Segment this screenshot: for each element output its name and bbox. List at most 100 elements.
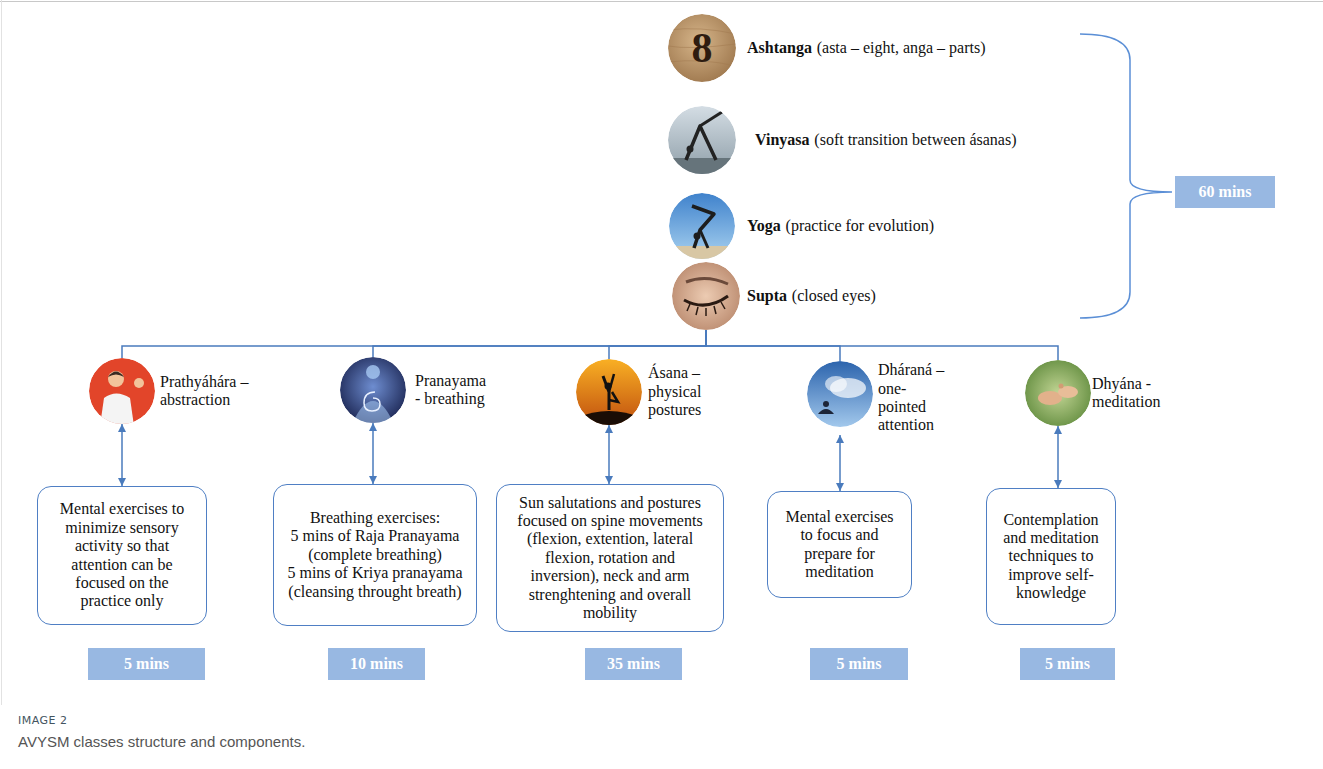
text-group: Dháraná – one-pointed attention — [878, 361, 948, 435]
icon-ground — [668, 158, 736, 178]
eight-icon — [668, 14, 736, 82]
text-group: Pranayama - breathing — [415, 372, 491, 409]
duration-text: 5 mins — [1045, 655, 1090, 673]
double-arrow — [372, 423, 374, 484]
component-item: Ásana – physical postures — [576, 359, 710, 425]
eyelashes — [687, 302, 725, 316]
finger — [1059, 384, 1064, 389]
description-text: 5 mins of Raja Pranayama (complete breat… — [286, 527, 464, 564]
yoga-figure — [700, 230, 708, 248]
text-group: 10 mins — [350, 655, 403, 673]
posture-icon — [576, 359, 642, 430]
curly-bracket — [1080, 34, 1172, 318]
attention-icon — [807, 361, 873, 427]
person-figure — [818, 409, 834, 414]
yoga-icon — [669, 193, 735, 260]
icon-ground — [340, 357, 406, 423]
description-box: Mental exercises to minimize sensory act… — [37, 486, 207, 625]
concept-item: Yoga(practice for evolution) — [669, 193, 934, 259]
tree-connector — [609, 330, 706, 359]
icon-ground — [669, 193, 735, 259]
duration-text: 35 mins — [607, 655, 660, 673]
cloud — [825, 376, 847, 392]
double-arrow — [839, 435, 841, 491]
icon-ground — [807, 361, 873, 427]
text-group: Mental exercises to minimize sensory act… — [50, 500, 194, 610]
tree-connector — [706, 330, 1058, 360]
term-gloss: (asta – eight, anga – parts) — [817, 39, 986, 56]
figure-label: IMAGE 2 — [18, 714, 68, 727]
term-gloss: (practice for evolution) — [786, 217, 934, 234]
text-group: Yoga(practice for evolution) — [747, 217, 934, 235]
duration-box: 35 mins — [585, 648, 682, 680]
frame-line — [0, 1, 1323, 2]
description-box: Breathing exercises:5 mins of Raja Prana… — [273, 484, 477, 626]
icon-ground — [669, 246, 735, 260]
yoga-figure — [605, 383, 612, 390]
double-arrow — [1057, 426, 1059, 488]
duration-box: 5 mins — [810, 648, 908, 680]
description-text: Breathing exercises: — [286, 509, 464, 527]
text-group: 5 mins — [1045, 655, 1090, 673]
text-group: Ásana – physical postures — [648, 364, 710, 419]
term-heading: Supta — [747, 287, 787, 304]
component-name: Dháraná – one-pointed attention — [878, 361, 948, 435]
text-group: Ashtanga (asta – eight, anga – parts) — [747, 39, 986, 57]
term-gloss: (soft transition between ásanas) — [814, 131, 1016, 148]
component-name: Dhyána - meditation — [1092, 375, 1164, 412]
person-figure — [823, 401, 829, 407]
text-group: 35 mins — [607, 655, 660, 673]
closed-eye-icon — [672, 262, 740, 330]
duration-text: 10 mins — [350, 655, 403, 673]
component-item: Dháraná – one-pointed attention — [807, 361, 948, 435]
description-text: Contemplation and meditation techniques … — [999, 511, 1103, 603]
double-arrow — [608, 425, 610, 484]
concept-item: Vinyasa(soft transition between ásanas) — [668, 106, 1016, 174]
eyebrow — [686, 278, 728, 284]
yoga-figure — [687, 146, 694, 153]
text-group: Supta (closed eyes) — [747, 287, 876, 305]
concept-item: Supta (closed eyes) — [672, 262, 876, 330]
component-name: Pranayama - breathing — [415, 372, 491, 409]
component-item: Pranayama - breathing — [340, 357, 491, 423]
duration-box: 5 mins — [88, 648, 205, 680]
description-text: 5 mins of Kriya pranayama (cleansing thr… — [286, 564, 464, 601]
person-figure — [108, 371, 124, 387]
digit-label: 8 — [668, 14, 736, 82]
duration-text: 5 mins — [837, 655, 882, 673]
text-group: Prathyáhára – abstraction — [160, 373, 252, 410]
yoga-figure — [609, 392, 618, 402]
person-figure — [352, 401, 394, 424]
breath-spiral — [364, 392, 380, 411]
description-box: Sun salutations and postures focused on … — [496, 484, 724, 632]
yoga-figure — [603, 376, 609, 410]
term-gloss: (closed eyes) — [792, 287, 876, 304]
component-item: Prathyáhára – abstraction — [89, 358, 252, 424]
yoga-figure — [700, 112, 722, 126]
figure-caption: AVYSM classes structure and components. — [18, 733, 305, 750]
text-group: Mental exercises to focus and prepare fo… — [780, 508, 899, 582]
description-text: Mental exercises to focus and prepare fo… — [780, 508, 899, 582]
component-item: Dhyána - meditation — [1025, 360, 1164, 426]
term-heading: Vinyasa — [755, 131, 810, 148]
breathing-icon — [340, 357, 406, 424]
meditation-icon — [1025, 360, 1091, 426]
person-figure — [366, 365, 380, 379]
text-group: Contemplation and meditation techniques … — [999, 511, 1103, 603]
duration-box: 5 mins — [1020, 648, 1115, 680]
text-group: 5 mins — [837, 655, 882, 673]
text-group: Breathing exercises:5 mins of Raja Prana… — [286, 509, 464, 601]
person-figure — [108, 372, 124, 378]
yoga-figure — [694, 233, 701, 240]
concept-item: Ashtanga (asta – eight, anga – parts) — [668, 14, 986, 82]
text-group: 60 mins — [1199, 183, 1252, 201]
tree-connector — [122, 330, 706, 358]
description-text: Sun salutations and postures focused on … — [509, 494, 711, 623]
duration-text: 5 mins — [124, 655, 169, 673]
duration-text: 60 mins — [1199, 183, 1252, 201]
component-name: Ásana – physical postures — [648, 364, 710, 419]
icon-ground — [668, 14, 736, 82]
term-heading: Ashtanga — [747, 39, 812, 56]
person-figure — [134, 378, 144, 388]
